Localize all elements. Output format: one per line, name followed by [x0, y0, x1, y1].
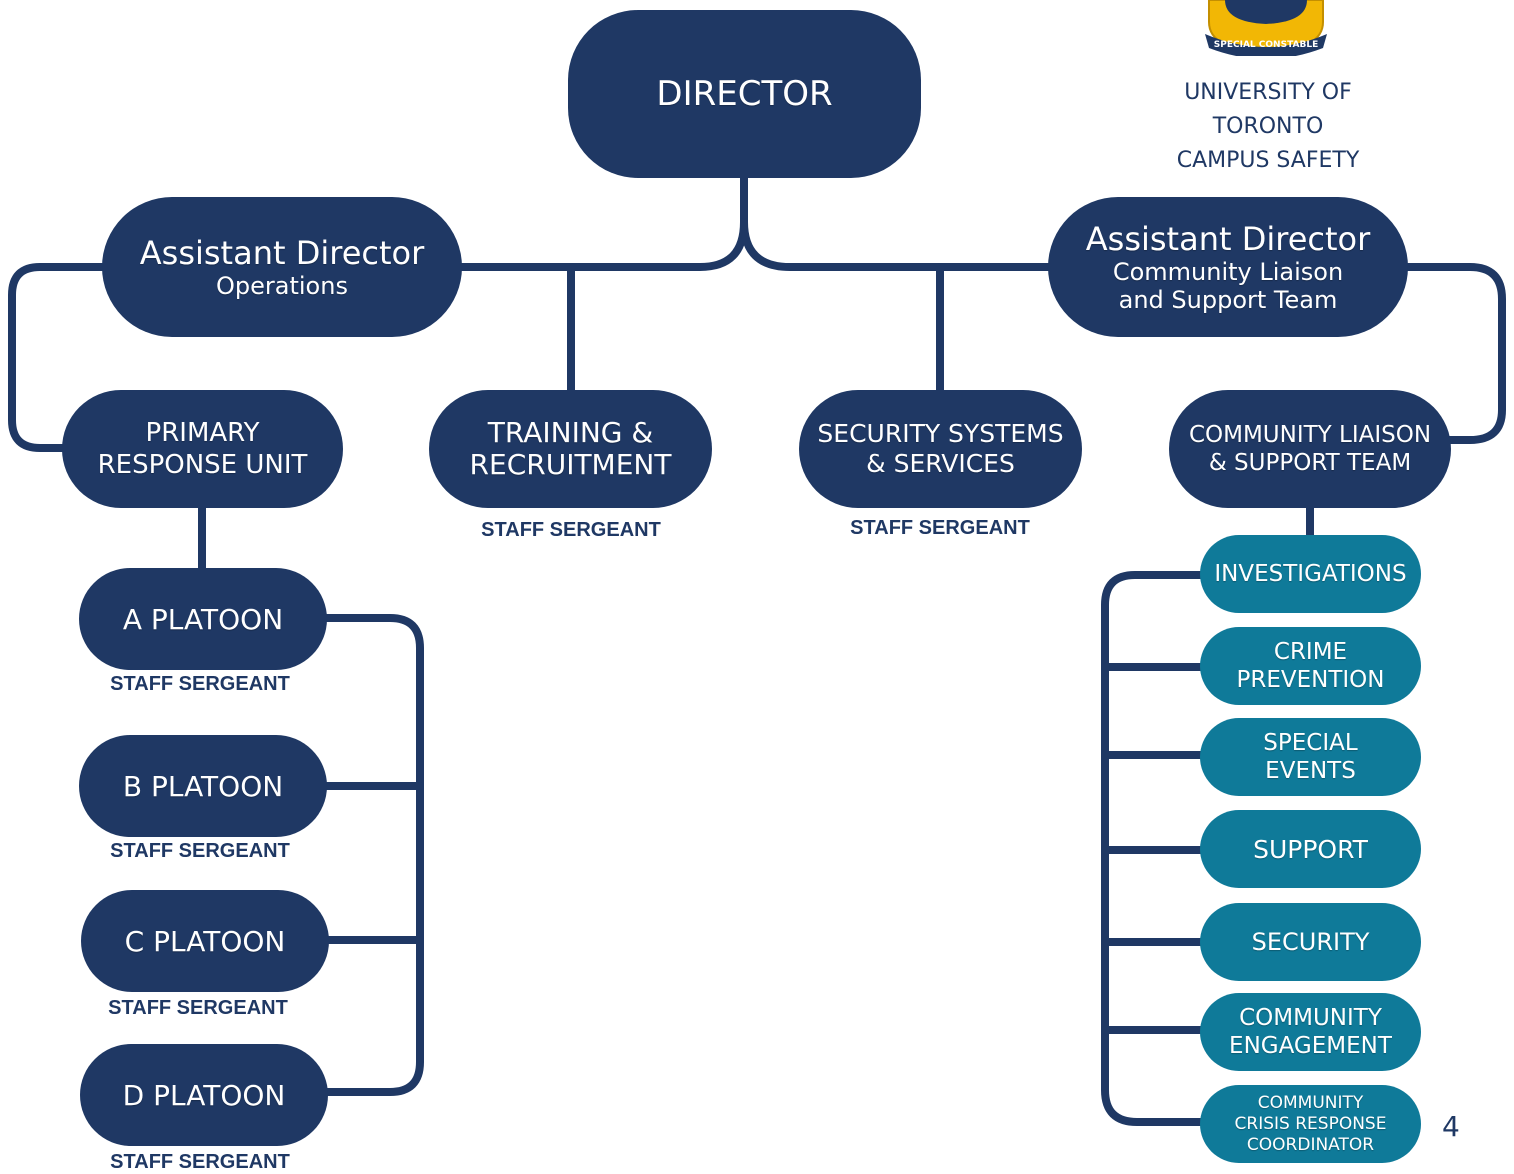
assistant-director-community-subtitle-2: and Support Team [1118, 286, 1338, 314]
unit-crisis-response-line-1: COMMUNITY [1257, 1092, 1364, 1113]
unit-crime-prevention-line-1: CRIME [1273, 639, 1348, 665]
platoon-d-label: D PLATOON [122, 1078, 286, 1112]
unit-crisis-response-line-3: COORDINATOR [1246, 1134, 1375, 1155]
unit-crime-prevention-line-2: PREVENTION [1236, 667, 1385, 693]
platoon-d-node: D PLATOON [80, 1044, 328, 1146]
training-recruitment-node: TRAINING & RECRUITMENT [429, 390, 712, 508]
platoon-c-node: C PLATOON [81, 890, 329, 992]
director-node: DIRECTOR [568, 10, 921, 178]
assistant-director-operations-subtitle: Operations [216, 272, 348, 300]
assistant-director-operations-node: Assistant Director Operations [102, 197, 462, 337]
platoon-c-rank: STAFF SERGEANT [108, 997, 288, 1019]
platoon-a-rank: STAFF SERGEANT [110, 673, 290, 695]
primary-response-unit-node: PRIMARY RESPONSE UNIT [62, 390, 343, 508]
security-systems-node: SECURITY SYSTEMS & SERVICES [799, 390, 1082, 508]
unit-community-engagement-node: COMMUNITY ENGAGEMENT [1200, 993, 1421, 1071]
organization-line-1: UNIVERSITY OF [1184, 80, 1352, 105]
assistant-director-operations-title: Assistant Director [139, 234, 425, 272]
organization-name: UNIVERSITY OF TORONTO CAMPUS SAFETY [1138, 76, 1398, 178]
page-number: 4 [1442, 1110, 1460, 1143]
platoon-a-label: A PLATOON [122, 602, 284, 636]
unit-special-events-line-1: SPECIAL [1263, 730, 1358, 756]
training-recruitment-line-2: RECRUITMENT [469, 448, 672, 481]
unit-support-node: SUPPORT [1200, 810, 1421, 888]
unit-security-node: SECURITY [1200, 903, 1421, 981]
unit-community-engagement-line-2: ENGAGEMENT [1229, 1033, 1392, 1059]
unit-support-label: SUPPORT [1253, 834, 1368, 864]
badge-text: SPECIAL CONSTABLE [1214, 40, 1318, 50]
platoon-b-label: B PLATOON [122, 769, 284, 803]
security-systems-line-2: & SERVICES [866, 449, 1015, 478]
organization-line-2: TORONTO [1212, 114, 1324, 139]
organization-line-3: CAMPUS SAFETY [1176, 148, 1360, 173]
special-constable-badge: SPECIAL CONSTABLE [1205, 0, 1327, 56]
assistant-director-community-node: Assistant Director Community Liaison and… [1048, 197, 1408, 337]
unit-special-events-node: SPECIAL EVENTS [1200, 718, 1421, 796]
platoon-d-rank: STAFF SERGEANT [110, 1151, 290, 1173]
platoon-a-node: A PLATOON [79, 568, 327, 670]
unit-investigations-node: INVESTIGATIONS [1200, 535, 1421, 613]
platoon-b-rank: STAFF SERGEANT [110, 840, 290, 862]
platoon-c-label: C PLATOON [124, 924, 286, 958]
unit-crisis-response-line-2: CRISIS RESPONSE [1234, 1113, 1387, 1134]
assistant-director-community-subtitle-1: Community Liaison [1112, 258, 1344, 286]
primary-response-unit-line-1: PRIMARY [145, 418, 260, 448]
security-systems-rank: STAFF SERGEANT [850, 517, 1030, 539]
unit-special-events-line-2: EVENTS [1265, 758, 1356, 784]
unit-crisis-response-node: COMMUNITY CRISIS RESPONSE COORDINATOR [1200, 1085, 1421, 1163]
security-systems-line-1: SECURITY SYSTEMS [817, 419, 1064, 448]
training-recruitment-line-1: TRAINING & [487, 416, 654, 449]
platoon-b-node: B PLATOON [79, 735, 327, 837]
director-label: DIRECTOR [656, 74, 833, 114]
community-liaison-team-line-1: COMMUNITY LIAISON [1188, 422, 1432, 448]
unit-community-engagement-line-1: COMMUNITY [1239, 1005, 1382, 1031]
unit-crime-prevention-node: CRIME PREVENTION [1200, 627, 1421, 705]
community-liaison-team-node: COMMUNITY LIAISON & SUPPORT TEAM [1169, 390, 1451, 508]
community-liaison-team-line-2: & SUPPORT TEAM [1208, 450, 1412, 476]
unit-security-label: SECURITY [1251, 928, 1370, 956]
primary-response-unit-line-2: RESPONSE UNIT [97, 450, 308, 480]
unit-investigations-label: INVESTIGATIONS [1214, 561, 1407, 587]
training-recruitment-rank: STAFF SERGEANT [481, 519, 661, 541]
assistant-director-community-title: Assistant Director [1085, 220, 1371, 258]
